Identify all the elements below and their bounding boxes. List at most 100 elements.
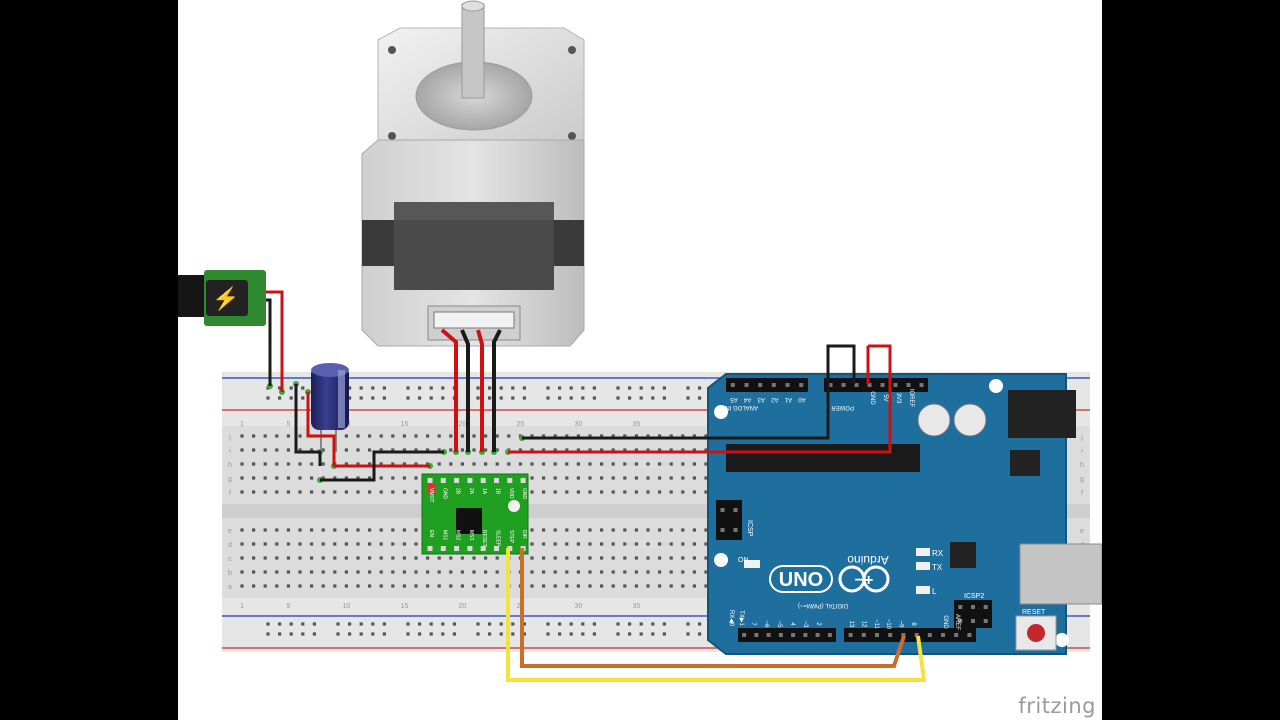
rail-hole xyxy=(581,396,585,400)
breadboard-hole xyxy=(252,490,256,494)
dc-power-jack: ⚡ xyxy=(178,270,266,326)
breadboard-hole xyxy=(344,584,348,588)
breadboard-hole xyxy=(286,434,290,438)
breadboard-hole xyxy=(588,584,592,588)
header-pin xyxy=(914,633,919,637)
row-letter: i xyxy=(1081,448,1083,455)
rail-hole xyxy=(662,386,666,390)
rail-hole xyxy=(686,396,690,400)
breadboard-hole xyxy=(576,528,580,532)
rail-hole xyxy=(429,632,433,636)
rail-hole xyxy=(406,632,410,636)
pin-label: ~9 xyxy=(898,621,904,629)
wire-black-power-in xyxy=(266,298,272,386)
breadboard-hole xyxy=(542,434,546,438)
breadboard-hole xyxy=(553,448,557,452)
breadboard-hole xyxy=(310,448,314,452)
rail-hole xyxy=(616,622,620,626)
breadboard-hole xyxy=(460,448,464,452)
row-letter: h xyxy=(1080,462,1084,469)
breadboard-hole xyxy=(426,462,430,466)
header-pin xyxy=(861,633,866,637)
rail-hole xyxy=(522,632,526,636)
rail-hole xyxy=(452,632,456,636)
breadboard-hole xyxy=(646,490,650,494)
column-number: 10 xyxy=(343,603,351,610)
breadboard-hole xyxy=(321,490,325,494)
column-number: 15 xyxy=(401,603,409,610)
wire-coil-2a xyxy=(460,329,470,452)
breadboard-hole xyxy=(321,462,325,466)
header-pin xyxy=(785,383,790,387)
arduino-logo-symbol: −+ xyxy=(855,572,874,589)
driver-pin xyxy=(467,478,473,483)
header-pin xyxy=(827,633,832,637)
pin-label: RX◀0 xyxy=(728,610,734,627)
barrel-jack xyxy=(1008,390,1076,438)
breadboard-hole xyxy=(518,448,522,452)
breadboard-hole xyxy=(576,490,580,494)
rx-led xyxy=(916,548,930,556)
rail-hole xyxy=(546,386,550,390)
breadboard-hole xyxy=(553,434,557,438)
rail-hole xyxy=(686,622,690,626)
breadboard-hole xyxy=(414,476,418,480)
breadboard-hole xyxy=(681,434,685,438)
breadboard-hole xyxy=(588,448,592,452)
breadboard-hole xyxy=(426,584,430,588)
driver-pin xyxy=(454,546,460,551)
breadboard-hole xyxy=(600,528,604,532)
rail-hole xyxy=(488,396,492,400)
wire-red-vmot-rail xyxy=(306,392,336,466)
breadboard-hole xyxy=(333,528,337,532)
pin-label: IOREF xyxy=(908,389,914,408)
rail-hole xyxy=(371,386,375,390)
breadboard-hole xyxy=(275,434,279,438)
driver-pin xyxy=(440,546,446,551)
rail-hole xyxy=(476,622,480,626)
wire-red-power-in xyxy=(266,290,284,392)
breadboard-hole xyxy=(658,476,662,480)
rail-hole xyxy=(662,396,666,400)
breadboard-hole xyxy=(565,570,569,574)
rail-hole xyxy=(499,386,503,390)
motor-shaft xyxy=(461,3,485,99)
breadboard-hole xyxy=(391,490,395,494)
row-letter: e xyxy=(228,528,232,535)
row-letter: a xyxy=(228,584,232,591)
driver-pin-label: MS2 xyxy=(455,530,461,541)
column-number: 1 xyxy=(240,421,244,428)
breadboard-hole xyxy=(600,542,604,546)
reset-button[interactable] xyxy=(1027,624,1045,642)
breadboard-hole xyxy=(391,570,395,574)
breadboard-hole xyxy=(623,490,627,494)
driver-pin xyxy=(480,478,486,483)
breadboard-hole xyxy=(553,462,557,466)
rail-hole xyxy=(348,386,352,390)
breadboard-hole xyxy=(414,528,418,532)
breadboard-hole xyxy=(611,476,615,480)
header-pin xyxy=(799,383,804,387)
breadboard-hole xyxy=(530,448,534,452)
wire-black-gnd-arduino xyxy=(522,344,856,440)
breadboard-hole xyxy=(565,556,569,560)
breadboard-hole xyxy=(588,570,592,574)
breadboard-hole xyxy=(553,528,557,532)
rail-hole xyxy=(698,632,702,636)
pin-label: 3V3 xyxy=(895,393,901,404)
rail-hole xyxy=(488,386,492,390)
pin-label: 13 xyxy=(848,621,854,628)
breadboard-hole xyxy=(542,528,546,532)
rail-hole xyxy=(639,386,643,390)
driver-pin xyxy=(520,478,526,483)
breadboard-hole xyxy=(681,556,685,560)
rail-hole xyxy=(592,396,596,400)
header-pin xyxy=(778,633,783,637)
pin-label: 5V xyxy=(882,394,888,401)
breadboard-hole xyxy=(402,462,406,466)
breadboard-hole xyxy=(414,542,418,546)
breadboard-hole xyxy=(600,476,604,480)
breadboard-hole xyxy=(692,490,696,494)
capacitor-c2 xyxy=(953,403,987,437)
row-letter: d xyxy=(228,542,232,549)
